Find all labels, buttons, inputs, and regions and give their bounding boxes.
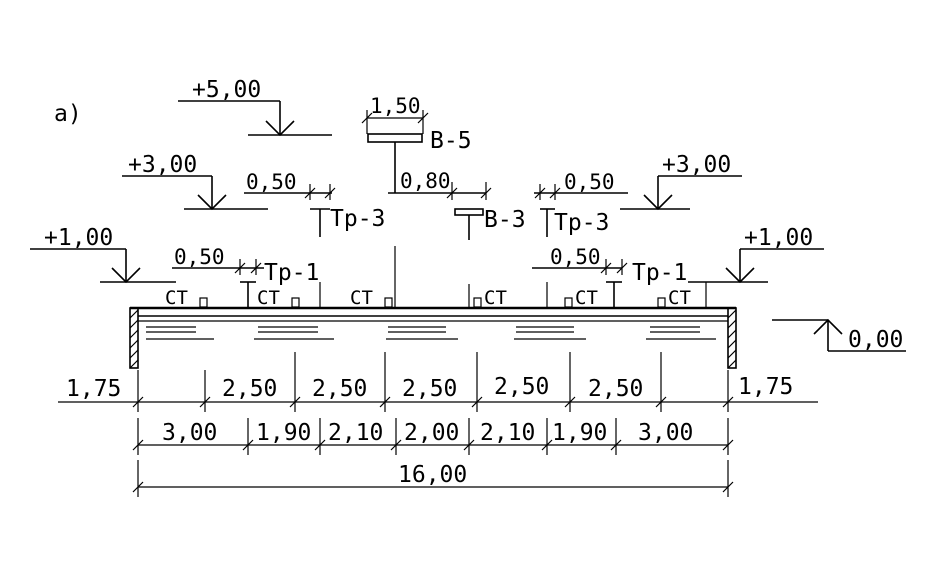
dim-row2-value: 1,90	[256, 420, 311, 446]
level-marker-left-low: +1,00	[30, 225, 176, 284]
b5-width-dim: 1,50	[370, 94, 421, 118]
dim-row1-value: 2,50	[588, 376, 643, 402]
dim-row1-value: 2,50	[494, 374, 549, 400]
ct-tag: CT	[257, 287, 280, 309]
tp1-right: 0,50 Tp-1	[532, 245, 687, 308]
vertical-members	[319, 246, 707, 308]
level-label-left-mid: +3,00	[128, 152, 197, 178]
ct-tag: CT	[668, 287, 691, 309]
dim-row1-value: 1,75	[66, 376, 121, 402]
level-marker-ground: 0,00	[772, 318, 906, 353]
tp3-right: 0,50 Tp-3	[534, 170, 628, 237]
dim-row1-value: 2,50	[402, 376, 457, 402]
dim-row1-value: 2,50	[222, 376, 277, 402]
level-label-ground: 0,00	[848, 327, 903, 353]
tp3-left-dim: 0,50	[246, 170, 297, 194]
b3-tag: B-3	[484, 207, 526, 233]
level-label-right-mid: +3,00	[662, 152, 731, 178]
tp3-right-dim: 0,50	[564, 170, 615, 194]
tp3-left-tag: Tp-3	[330, 206, 385, 232]
tp1-left: 0,50 Tp-1	[172, 245, 319, 308]
ct-tag: CT	[484, 287, 507, 309]
level-marker-left-mid: +3,00	[122, 152, 268, 211]
level-marker-right-low: +1,00	[688, 225, 824, 284]
ct-markers: CT CT CT CT CT CT	[165, 287, 691, 309]
ct-tag: CT	[350, 287, 373, 309]
b3-offset-dim: 0,80	[400, 169, 451, 193]
dim-row2-value: 3,00	[162, 420, 217, 446]
dimension-total: 16,00	[132, 460, 734, 497]
tp3-left: 0,50 Tp-3	[244, 170, 385, 237]
level-marker-right-mid: +3,00	[620, 152, 742, 211]
dim-row2-value: 3,00	[638, 420, 693, 446]
beam-b5: 1,50 B-5	[361, 94, 472, 194]
dim-row2-value: 2,00	[404, 420, 459, 446]
beam-b3: 0,80 B-3	[400, 169, 526, 240]
tp3-right-tag: Tp-3	[554, 210, 609, 236]
level-label-top: +5,00	[192, 77, 261, 103]
dim-total-value: 16,00	[398, 462, 467, 488]
tp1-right-dim: 0,50	[550, 245, 601, 269]
platform-deck	[129, 306, 737, 369]
level-label-left-low: +1,00	[44, 225, 113, 251]
ct-tag: CT	[165, 287, 188, 309]
dim-row2-value: 2,10	[328, 420, 383, 446]
b5-tag: B-5	[430, 128, 472, 154]
figure-label: a)	[54, 101, 82, 127]
dim-row1-value: 2,50	[312, 376, 367, 402]
dimension-row-2: 3,00 1,90 2,10 2,00 2,10 1,90 3,00	[132, 418, 734, 455]
tp1-left-tag: Tp-1	[264, 260, 319, 286]
ct-tag: CT	[575, 287, 598, 309]
dim-row2-value: 1,90	[552, 420, 607, 446]
level-label-right-low: +1,00	[744, 225, 813, 251]
tp1-left-dim: 0,50	[174, 245, 225, 269]
level-marker-top: +5,00	[178, 77, 332, 137]
dim-row1-value: 1,75	[738, 374, 793, 400]
tp1-right-tag: Tp-1	[632, 260, 687, 286]
dimension-row-1: 1,75 2,50 2,50 2,50 2,50 2,50 1,75	[58, 352, 818, 412]
dim-row2-value: 2,10	[480, 420, 535, 446]
